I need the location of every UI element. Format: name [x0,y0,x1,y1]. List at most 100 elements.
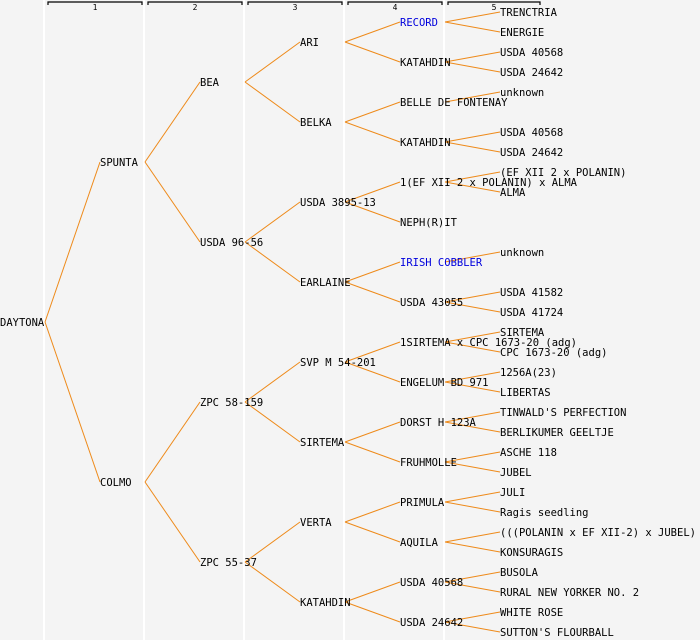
pedigree-edge [144,481,201,563]
pedigree-node: SIRTEMA [500,327,545,339]
pedigree-node: KATAHDIN [400,137,451,149]
pedigree-node: BUSOLA [500,567,539,579]
pedigree-edge [444,411,501,423]
pedigree-edge [244,41,301,83]
pedigree-edge [444,341,501,353]
pedigree-node: AQUILA [400,537,439,549]
pedigree-node: DORST H 123A [400,417,477,429]
pedigree-edge [444,501,501,513]
pedigree-edge [344,41,401,63]
pedigree-node: COLMO [100,477,132,489]
generation-header: 4 [393,3,398,12]
generation-header: 2 [193,3,198,12]
generation-bracket [447,1,541,5]
pedigree-node: unknown [500,87,544,99]
generation-header: 5 [492,3,497,12]
pedigree-node: 1SIRTEMA x CPC 1673-20 (adg) [400,337,577,349]
pedigree-node: EARLAINE [300,277,351,289]
pedigree-edge [344,201,401,223]
pedigree-edge [344,341,401,363]
pedigree-edge [144,401,201,483]
pedigree-node: KONSURAGIS [500,547,563,559]
pedigree-edge [344,21,401,43]
pedigree-node: DAYTONA [0,317,45,329]
pedigree-node: USDA 41724 [500,307,563,319]
pedigree-node: USDA 24642 [500,147,563,159]
column-separators [43,0,445,640]
pedigree-node: (((POLANIN x EF XII-2) x JUBEL) x [500,527,700,539]
pedigree-edge [444,421,501,433]
generation-bracket [147,1,243,5]
pedigree-edge [444,611,501,623]
pedigree-edge [444,461,501,473]
pedigree-node: TRENCTRIA [500,7,558,19]
pedigree-node: ENGELUM BD 971 [400,377,489,389]
pedigree-edge [444,91,501,103]
pedigree-node: SVP M 54-201 [300,357,376,369]
pedigree-edge [244,361,301,403]
pedigree-edge [344,121,401,143]
pedigree-edge [344,101,401,123]
pedigree-edge [444,251,501,263]
pedigree-node: JULI [500,487,525,499]
pedigree-node: FRUHMOLLE [400,457,457,469]
pedigree-node: ZPC 58-159 [200,397,263,409]
pedigree-edge [444,131,501,143]
pedigree-node: 1(EF XII 2 x POLANIN) x ALMA [400,177,578,189]
pedigree-node: unknown [500,247,544,259]
pedigree-edges [44,11,501,633]
pedigree-edge [344,601,401,623]
pedigree-node: PRIMULA [400,497,445,509]
pedigree-edge [444,61,501,73]
pedigree-edge [444,51,501,63]
pedigree-edge [144,81,201,163]
pedigree-edge [344,181,401,203]
pedigree-edge [44,161,101,323]
pedigree-edge [344,261,401,283]
pedigree-edge [244,521,301,563]
pedigree-edge [444,181,501,193]
pedigree-edge [344,361,401,383]
pedigree-node: USDA 24642 [400,617,463,629]
pedigree-node: RURAL NEW YORKER NO. 2 [500,587,639,599]
pedigree-node-link[interactable]: RECORD [400,17,438,29]
pedigree-edge [344,521,401,543]
pedigree-edge [444,11,501,23]
pedigree-node: USDA 3895-13 [300,197,376,209]
pedigree-node: TINWALD'S PERFECTION [500,407,626,419]
pedigree-edge [344,421,401,443]
generation-header: 3 [293,3,298,12]
pedigree-node: SIRTEMA [300,437,345,449]
generation-bracket [47,1,143,5]
pedigree-edge [444,371,501,383]
pedigree-node-link[interactable]: IRISH COBBLER [400,257,483,269]
pedigree-node: USDA 40568 [500,47,563,59]
pedigree-edge [244,241,301,283]
pedigree-edge [444,571,501,583]
pedigree-edge [244,201,301,243]
pedigree-node: ASCHE 118 [500,447,557,459]
pedigree-node: NEPH(R)IT [400,217,458,229]
pedigree-node: WHITE ROSE [500,607,563,619]
pedigree-edge [444,451,501,463]
pedigree-node: BELLE DE FONTENAY [400,97,508,109]
pedigree-node: SUTTON'S FLOURBALL [500,627,614,639]
pedigree-node: BERLIKUMER GEELTJE [500,427,614,439]
pedigree-edge [344,581,401,603]
pedigree-node: USDA 43055 [400,297,463,309]
pedigree-node: VERTA [300,517,332,529]
pedigree-node: SPUNTA [100,157,139,169]
pedigree-node: ALMA [500,187,526,199]
pedigree-node: KATAHDIN [400,57,451,69]
pedigree-node: USDA 41582 [500,287,563,299]
pedigree-node: BELKA [300,117,332,129]
pedigree-node: LIBERTAS [500,387,551,399]
pedigree-edge [44,321,101,483]
pedigree-node: (EF XII 2 x POLANIN) [500,167,626,179]
pedigree-node: ARI [300,37,319,49]
pedigree-node: USDA 96-56 [200,237,263,249]
pedigree-edge [244,561,301,603]
pedigree-edge [444,621,501,633]
